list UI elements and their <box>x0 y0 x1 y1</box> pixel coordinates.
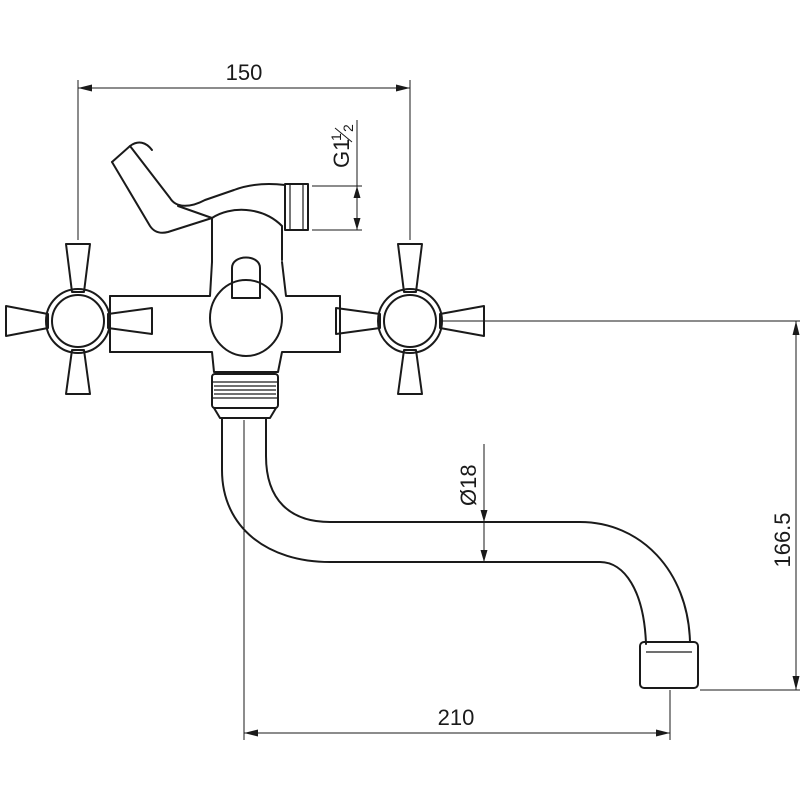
dimension-top-150: 150 <box>77 60 411 240</box>
dimension-label-thread-den: 2 <box>340 124 356 132</box>
dimension-label-150: 150 <box>226 60 263 85</box>
mixer-body <box>109 208 341 373</box>
spout-swivel-nut <box>211 373 279 419</box>
dimension-spout-diameter: Ø18 <box>456 444 488 562</box>
dimension-label-diameter: Ø18 <box>456 464 481 506</box>
dimension-right-166-5: 166.5 <box>440 320 800 691</box>
dimension-thread-g1-2: G1 1 2 <box>312 120 362 231</box>
dimension-label-210: 210 <box>438 705 475 730</box>
dimension-label-166-5: 166.5 <box>770 512 795 567</box>
right-cross-handle <box>335 243 485 395</box>
spout <box>221 417 699 689</box>
diverter-lever <box>111 141 286 234</box>
left-cross-handle <box>5 243 153 395</box>
thread-outlet <box>284 183 309 231</box>
dimension-label-thread: G1 <box>329 139 354 168</box>
dimension-label-thread-num: 1 <box>328 133 344 141</box>
dimension-bottom-210: 210 <box>243 420 671 740</box>
